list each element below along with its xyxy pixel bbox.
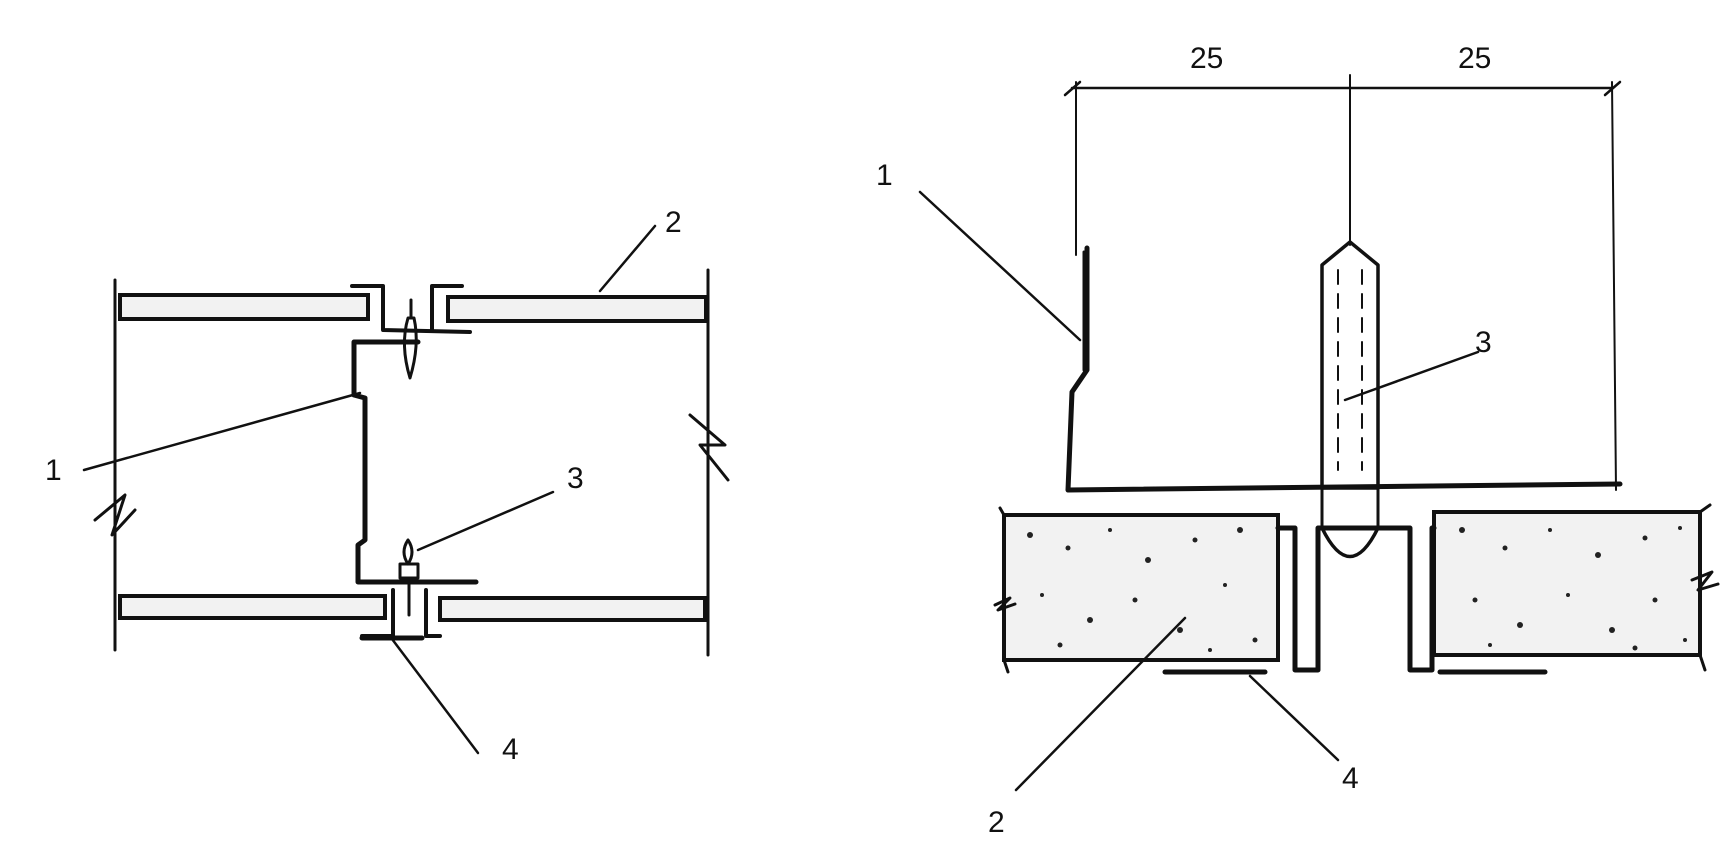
left-callout-2: 2 <box>665 206 682 239</box>
dimension-right: 25 <box>1458 42 1491 75</box>
left-detail: 1 2 3 4 <box>45 206 730 766</box>
dimension-left: 25 <box>1190 42 1223 75</box>
right-callout-2: 2 <box>988 806 1005 839</box>
right-callout-3: 3 <box>1475 326 1492 359</box>
stud-profile <box>351 339 479 585</box>
right-detail: 25 25 <box>876 42 1720 839</box>
top-board-left <box>118 293 370 321</box>
right-callout-1: 1 <box>876 159 893 192</box>
right-callout-4: 4 <box>1342 762 1359 795</box>
board-left <box>1002 513 1280 662</box>
bottom-board-left <box>118 594 387 620</box>
left-callout-3: 3 <box>567 462 584 495</box>
bottom-board-right <box>438 596 707 622</box>
left-callout-4: 4 <box>502 733 519 766</box>
top-board-right <box>446 295 708 323</box>
board-aggregate <box>1027 526 1687 652</box>
screw <box>1320 240 1380 490</box>
left-callout-1: 1 <box>45 454 62 487</box>
stud-profile-enlarged <box>1065 245 1623 493</box>
board-right <box>1432 510 1702 657</box>
